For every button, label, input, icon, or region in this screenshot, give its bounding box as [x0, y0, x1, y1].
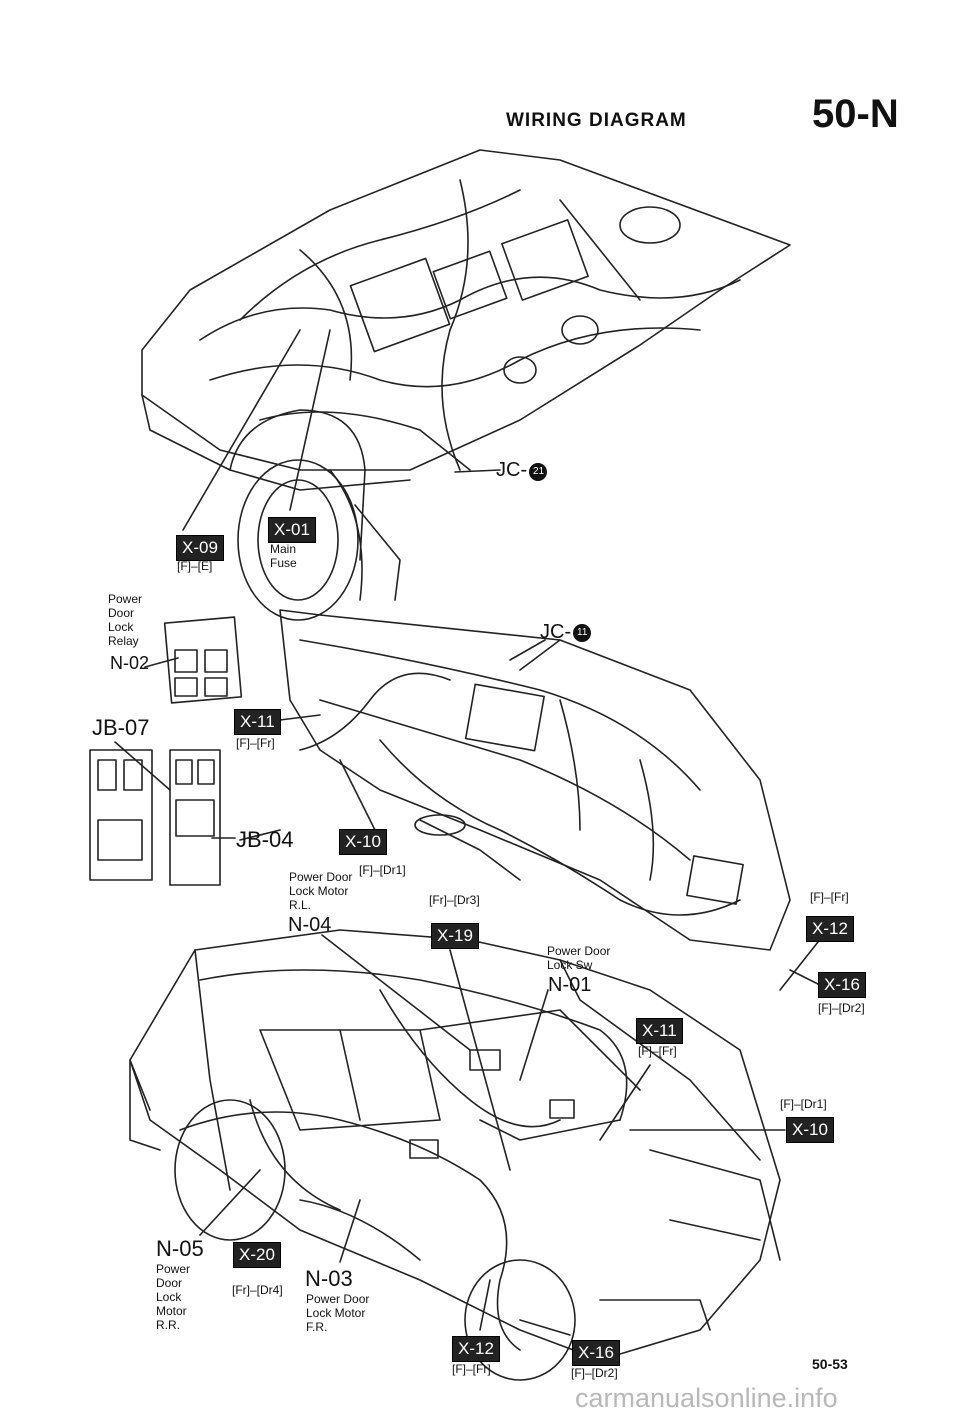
n01-description: Power Door Lock Sw — [547, 944, 611, 972]
connector-x11-car: X-11 — [636, 1018, 683, 1044]
code-ffr-bottom: [F]–[Fr] — [452, 1362, 491, 1376]
connector-x09: X-09 — [176, 535, 224, 561]
jc21-number: 21 — [533, 466, 545, 477]
jc11-label: JC- — [540, 621, 572, 643]
code-frdr4: [Fr]–[Dr4] — [232, 1283, 283, 1297]
code-fdr2-right: [F]–[Dr2] — [818, 1001, 865, 1015]
n05-label: N-05 — [156, 1236, 204, 1261]
engine-bay-outline — [141, 149, 791, 471]
code-fdr1-car: [F]–[Dr1] — [780, 1097, 827, 1111]
relay-drawing — [163, 616, 243, 704]
jc11-number: 11 — [577, 627, 588, 638]
front-wheel — [237, 459, 359, 621]
n03-description: Power Door Lock Motor F.R. — [306, 1292, 370, 1334]
code-frdr3: [Fr]–[Dr3] — [429, 893, 480, 907]
n05-description: Power Door Lock Motor R.R. — [156, 1262, 191, 1332]
connector-x20: X-20 — [233, 1242, 281, 1268]
connector-x12-bottom: X-12 — [452, 1336, 500, 1362]
n04-label: N-04 — [288, 914, 332, 936]
connector-x10-car: X-10 — [786, 1117, 834, 1143]
jc21-marker — [529, 463, 547, 481]
connector-x10-dash: X-10 — [339, 829, 387, 855]
code-fdr2-bottom: [F]–[Dr2] — [571, 1366, 618, 1380]
jc11-marker — [573, 624, 591, 642]
code-ffr-right: [F]–[Fr] — [810, 890, 849, 904]
n02-label: N-02 — [110, 653, 150, 673]
code-fdr1-dash: [F]–[Dr1] — [359, 863, 406, 877]
header-code: 50-N — [812, 92, 899, 136]
connector-x16-bottom: X-16 — [572, 1340, 620, 1366]
code-ffr-dash: [F]–[Fr] — [236, 736, 275, 750]
main-fuse-label: Main Fuse — [270, 542, 297, 570]
jb07-label: JB-07 — [92, 715, 150, 740]
connector-x19: X-19 — [431, 923, 479, 949]
rear-wheel — [174, 1099, 286, 1241]
n01-label: N-01 — [548, 974, 592, 996]
jb07-drawing — [89, 749, 153, 881]
n03-label: N-03 — [305, 1266, 353, 1291]
dashboard-outline — [279, 609, 791, 951]
page-number: 50-53 — [812, 1356, 848, 1372]
jb04-label: JB-04 — [236, 827, 294, 852]
n02-description: Power Door Lock Relay — [108, 592, 143, 648]
code-fe: [F]–[E] — [177, 559, 213, 573]
jc21-label: JC- — [496, 459, 528, 481]
n04-description: Power Door Lock Motor R.L. — [289, 870, 353, 912]
jb04-drawing — [169, 749, 221, 886]
car-body-outline — [129, 929, 781, 1361]
front-wheel-lower — [464, 1259, 576, 1381]
code-ffr-car: [F]–[Fr] — [638, 1044, 677, 1058]
header-title: WIRING DIAGRAM — [506, 110, 687, 131]
connector-x12-right: X-12 — [806, 916, 854, 942]
connector-x16-right: X-16 — [818, 972, 866, 998]
connector-x11-dash: X-11 — [234, 709, 281, 735]
connector-x01: X-01 — [268, 517, 316, 543]
watermark: carmanualsonline.info — [575, 1383, 838, 1413]
